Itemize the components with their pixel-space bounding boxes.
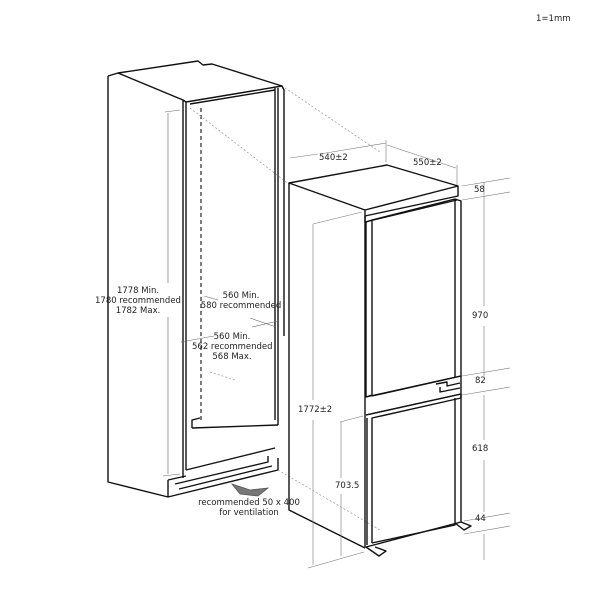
top-gap-label: 58 <box>474 185 485 195</box>
appliance-width-label: 540±2 <box>319 153 348 163</box>
cabinet-height-max: 1782 Max. <box>115 306 161 316</box>
cabinet-top <box>117 60 283 103</box>
cabinet-height-label: 1778 Min. 1780 recommended 1782 Max. <box>92 286 184 316</box>
lower-height-label: 703.5 <box>335 481 360 491</box>
cabinet-depth-label: 560 Min. 580 recommended <box>196 291 286 311</box>
cabinet-width-min: 560 Min. <box>213 332 251 342</box>
cabinet-width-recommended: 562 recommended <box>192 342 273 352</box>
scale-note: 1=1mm <box>536 14 571 24</box>
ventilation-size: recommended 50 x 400 <box>198 498 300 508</box>
upper-door <box>365 219 373 398</box>
bottom-gap-label: 44 <box>475 514 486 524</box>
appliance-depth-label: 550±2 <box>413 158 442 168</box>
total-height-label: 1772±2 <box>298 405 333 415</box>
ventilation-arrow-icon <box>230 483 270 497</box>
cabinet-depth-recommended: 580 recommended <box>200 301 282 311</box>
upper-door-label: 970 <box>472 311 489 321</box>
ventilation-note: for ventilation <box>219 508 279 518</box>
lower-door-label: 618 <box>472 444 489 454</box>
appliance-top <box>288 164 459 211</box>
cabinet-depth-min: 560 Min. <box>222 291 260 301</box>
appliance-side <box>288 183 366 549</box>
cabinet-height-recommended: 1780 recommended <box>95 296 181 306</box>
cabinet-height-min: 1778 Min. <box>116 286 160 296</box>
cabinet-left-panel <box>107 76 169 498</box>
middle-gap-label: 82 <box>475 376 486 386</box>
cabinet-width-max: 568 Max. <box>212 352 252 362</box>
cabinet-width-label: 560 Min. 562 recommended 568 Max. <box>192 332 273 362</box>
lower-door <box>365 393 462 543</box>
ventilation-label: recommended 50 x 400 for ventilation <box>196 498 302 518</box>
